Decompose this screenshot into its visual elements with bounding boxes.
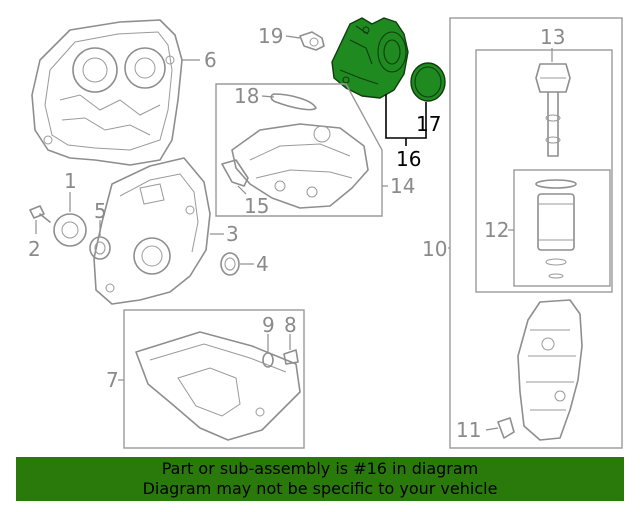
callout-10: 10	[422, 237, 447, 261]
notice-line-2: Diagram may not be specific to your vehi…	[142, 479, 498, 498]
callout-14: 14	[390, 174, 415, 198]
part-2-bolt[interactable]	[29, 205, 51, 223]
callout-3: 3	[226, 222, 239, 246]
part-12-oil-filter[interactable]	[535, 179, 577, 279]
part-5-seal[interactable]	[89, 236, 111, 260]
callout-12: 12	[484, 218, 509, 242]
part-18-gasket[interactable]	[270, 93, 317, 111]
callout-17: 17	[416, 112, 441, 136]
part-15-seal[interactable]	[221, 159, 249, 187]
part-13-filter-cap[interactable]	[535, 63, 571, 157]
part-7-oil-pan[interactable]	[135, 331, 301, 441]
callout-15: 15	[244, 194, 269, 218]
callout-8: 8	[284, 313, 297, 337]
callout-6: 6	[204, 48, 217, 72]
callout-13: 13	[540, 25, 565, 49]
callout-4: 4	[256, 252, 269, 276]
part-19-sensor[interactable]	[299, 31, 325, 51]
part-17-o-ring[interactable]	[410, 62, 446, 102]
part-14-intake-manifold[interactable]	[231, 123, 369, 209]
part-4-seal[interactable]	[220, 252, 240, 276]
callout-5: 5	[94, 199, 107, 223]
part-16-thermostat-housing[interactable]	[331, 17, 409, 99]
part-8-drain-plug[interactable]	[283, 349, 299, 365]
callout-16: 16	[396, 147, 421, 171]
part-3-timing-cover[interactable]	[93, 157, 211, 305]
callout-1: 1	[64, 169, 77, 193]
callout-7: 7	[106, 368, 119, 392]
callout-18: 18	[234, 84, 259, 108]
callout-2: 2	[28, 237, 41, 261]
callout-9: 9	[262, 313, 275, 337]
part-9-washer[interactable]	[262, 352, 274, 368]
callout-19: 19	[258, 24, 283, 48]
part-6-timing-cover-gasket[interactable]	[31, 19, 183, 166]
notice-line-1: Part or sub-assembly is #16 in diagram	[161, 459, 479, 478]
callout-11: 11	[456, 418, 481, 442]
part-11-plug[interactable]	[497, 417, 515, 439]
part-10-oil-filter-housing[interactable]	[517, 299, 583, 441]
notice-banner: Part or sub-assembly is #16 in diagram D…	[16, 457, 624, 501]
part-1-pulley[interactable]	[53, 213, 87, 247]
